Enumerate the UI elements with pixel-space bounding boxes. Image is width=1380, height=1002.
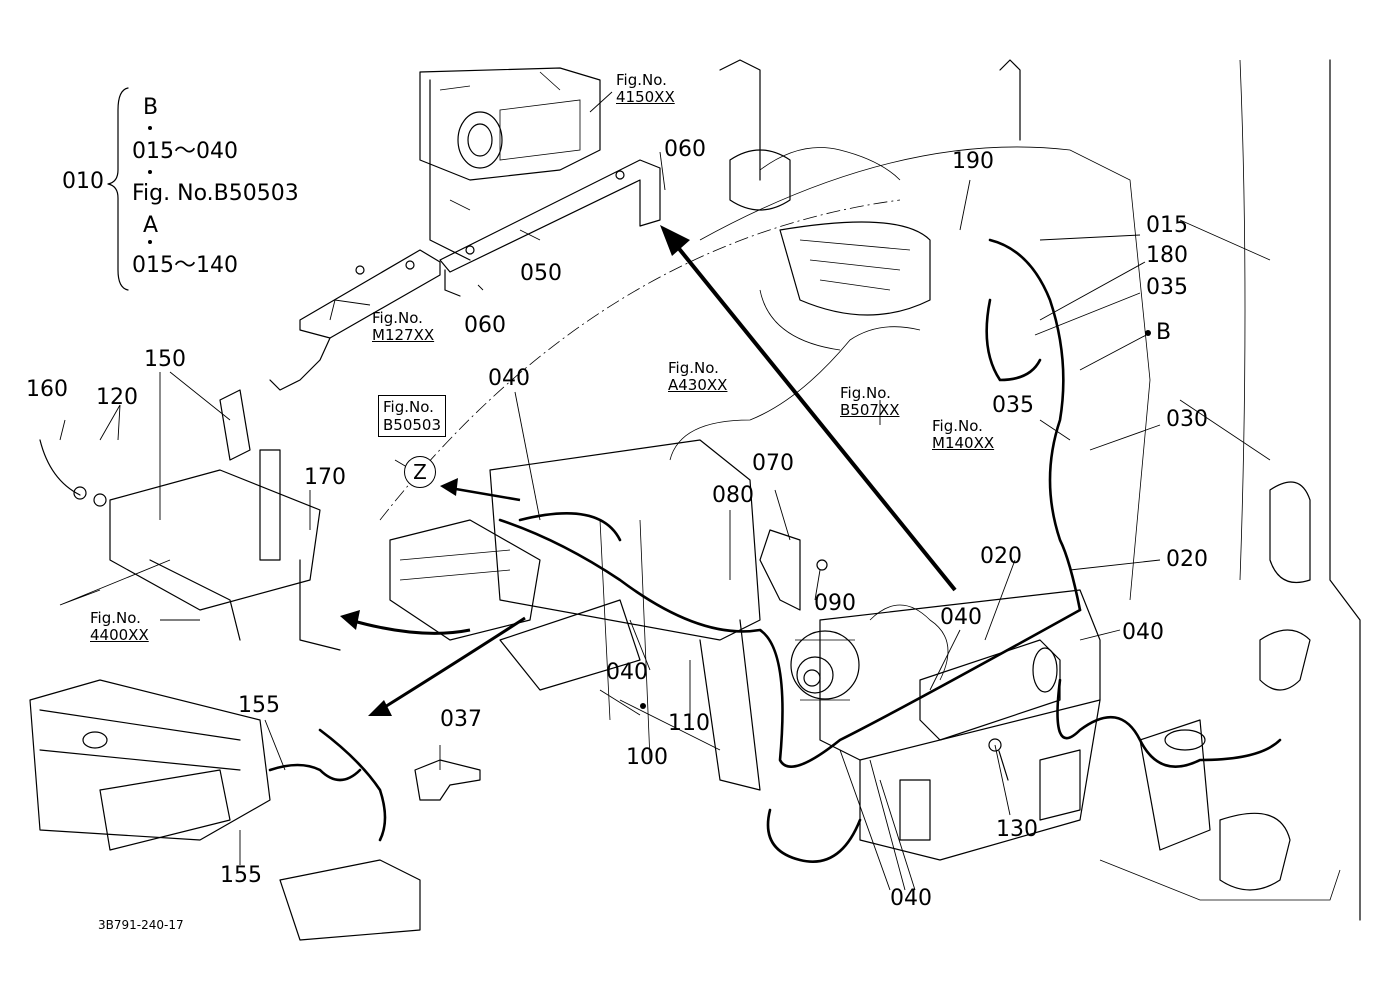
fig-ref-b50503-line1: Fig.No. [383, 398, 434, 416]
frame-rail [489, 439, 1101, 861]
ecu-module-upper [389, 519, 641, 691]
fig-ref-m140xx-line2: M140XX [932, 434, 995, 452]
marker-dot-b [1145, 330, 1151, 336]
part-label-020-right: 020 [1166, 547, 1208, 572]
part-label-070: 070 [752, 451, 794, 476]
bracket-050 [439, 159, 661, 297]
part-label-190: 190 [952, 149, 994, 174]
part-label-060-top: 060 [664, 137, 706, 162]
part-label-120: 120 [96, 385, 138, 410]
bolt-130 [988, 738, 1009, 781]
fig-ref-a430xx-line1: Fig.No. [668, 359, 719, 377]
part-label-015: 015 [1146, 213, 1188, 238]
part-label-040-mid: 040 [606, 660, 648, 685]
part-label-155-top: 155 [238, 693, 280, 718]
leader-lines [59, 91, 1161, 891]
part-label-030: 030 [1166, 407, 1208, 432]
legend-b: B [143, 95, 159, 120]
legend-a-range: 015～140 [132, 253, 238, 278]
part-label-050: 050 [520, 261, 562, 286]
fig-ref-b50503-line2: B50503 [383, 416, 442, 434]
fig-ref-4150xx-line1: Fig.No. [616, 71, 667, 89]
fig-ref-4150xx: Fig.No. 4150XX [616, 72, 675, 106]
part-label-040-top: 040 [488, 366, 530, 391]
part-label-170: 170 [304, 465, 346, 490]
view-marker-z: Z [404, 456, 436, 488]
wire-harness [268, 238, 1282, 863]
fig-ref-a430xx-line2: A430XX [668, 376, 728, 394]
direction-arrows [340, 225, 957, 716]
fig-ref-4150xx-line2: 4150XX [616, 88, 675, 106]
plate-m127 [269, 249, 441, 391]
part-label-037: 037 [440, 707, 482, 732]
part-label-b: B [1156, 320, 1172, 345]
part-label-060-bottom: 060 [464, 313, 506, 338]
fig-ref-m127xx-line1: Fig.No. [372, 309, 423, 327]
part-label-035-top: 035 [1146, 275, 1188, 300]
bracket-assembly-150 [39, 389, 341, 651]
fig-ref-b50503-box: Fig.No. B50503 [378, 395, 447, 437]
fig-ref-4400xx-line1: Fig.No. [90, 609, 141, 627]
cab-frame [379, 59, 1361, 921]
fig-ref-m140xx: Fig.No. M140XX [932, 418, 994, 452]
clamp-037 [414, 759, 481, 801]
fig-ref-m127xx: Fig.No. M127XX [372, 310, 434, 344]
legend-main-ref: 010 [62, 169, 104, 194]
fig-ref-m127xx-line2: M127XX [372, 326, 435, 344]
part-label-130: 130 [996, 817, 1038, 842]
part-label-040-right: 040 [1122, 620, 1164, 645]
part-label-090: 090 [814, 591, 856, 616]
legend-a: A [143, 213, 159, 238]
fig-ref-b507xx: Fig.No. B507XX [840, 385, 899, 419]
part-label-035-mid: 035 [992, 393, 1034, 418]
part-label-110: 110 [668, 711, 710, 736]
starter-motor [919, 639, 1061, 741]
part-label-160: 160 [26, 377, 68, 402]
legend-fig: Fig. No.B50503 [132, 181, 299, 206]
marker-dot-100 [640, 703, 646, 709]
legend-brace [107, 87, 152, 291]
part-label-150: 150 [144, 347, 186, 372]
part-label-020-left: 020 [980, 544, 1022, 569]
fig-ref-a430xx: Fig.No. A430XX [668, 360, 727, 394]
bracket-070 [759, 529, 828, 611]
legend-b-range: 015～040 [132, 139, 238, 164]
fig-ref-b507xx-line2: B507XX [840, 401, 900, 419]
part-label-040-bottom: 040 [890, 886, 932, 911]
fig-ref-b507xx-line1: Fig.No. [840, 384, 891, 402]
fuel-filter-assembly [1099, 629, 1341, 901]
fig-ref-4400xx: Fig.No. 4400XX [90, 610, 149, 644]
hood-panel [729, 147, 931, 316]
part-label-155-bottom: 155 [220, 863, 262, 888]
part-label-100: 100 [626, 745, 668, 770]
engine-block [419, 67, 601, 261]
alternator [790, 630, 860, 701]
part-label-080: 080 [712, 483, 754, 508]
drawing-number: 3B791-240-17 [98, 918, 184, 932]
ecu-module-lower [29, 679, 421, 941]
fig-ref-4400xx-line2: 4400XX [90, 626, 149, 644]
part-label-040-starter: 040 [940, 605, 982, 630]
fig-ref-m140xx-line1: Fig.No. [932, 417, 983, 435]
part-label-180: 180 [1146, 243, 1188, 268]
